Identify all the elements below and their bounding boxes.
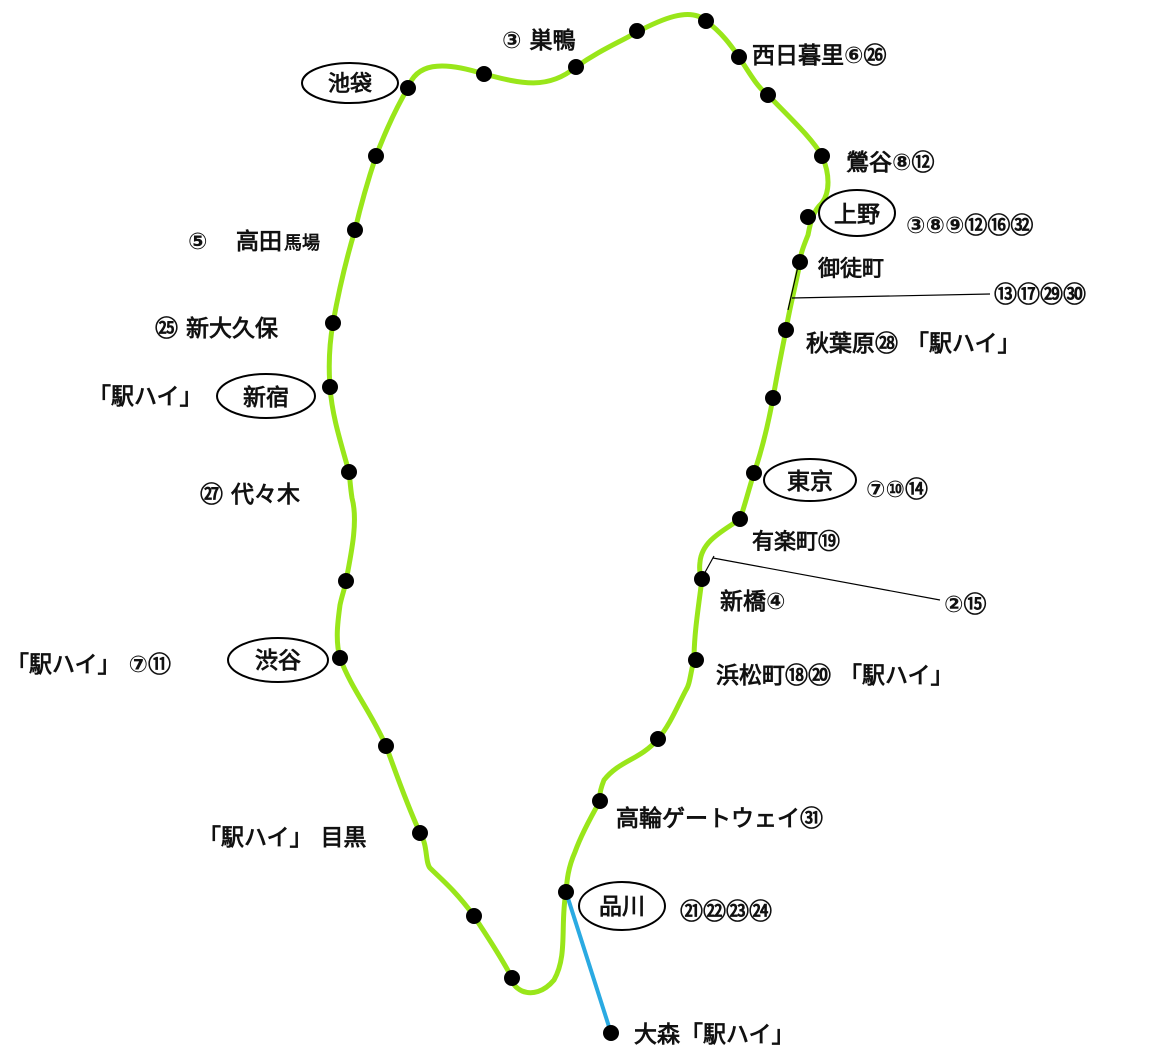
label-takadanobaba-number: ⑤ — [188, 229, 207, 255]
station-dot-tokyo[interactable] — [746, 465, 762, 481]
oval-tokyo[interactable]: 東京 — [763, 458, 857, 502]
label-shinagawa-numbers: ㉑㉒㉓㉔ — [680, 898, 772, 925]
label-okachimachi: 御徒町 — [817, 256, 884, 282]
station-dot-omori[interactable] — [603, 1025, 619, 1041]
station-dot-nippori[interactable] — [760, 87, 776, 103]
label-tokyo: 東京 — [787, 468, 833, 495]
station-dot-harajuku[interactable] — [338, 573, 354, 589]
station-dot-osaki[interactable] — [504, 970, 520, 986]
station-dot-otsuka[interactable] — [476, 66, 492, 82]
label-meguro: 「駅ハイ」 目黒 — [198, 825, 367, 851]
station-dot-yoyogi[interactable] — [341, 464, 357, 480]
label-takadanobaba: 高田 — [236, 228, 282, 255]
station-dot-okachimachi[interactable] — [792, 254, 808, 270]
station-dot-tabata[interactable] — [698, 13, 714, 29]
station-dot-kanda[interactable] — [765, 390, 781, 406]
label-yurakucho: 有楽町⑲ — [752, 529, 840, 555]
station-dot-ikebukuro[interactable] — [400, 80, 416, 96]
label-ueno-numbers: ③⑧⑨⑫⑯㉜ — [906, 212, 1033, 239]
label-yoyogi: ㉗ 代々木 — [200, 481, 300, 508]
station-dot-nishinippori[interactable] — [731, 49, 747, 65]
station-dot-hamamatsucho[interactable] — [688, 652, 704, 668]
label-shimbashi: 新橋④ — [720, 588, 785, 615]
station-dot-mejiro[interactable] — [368, 148, 384, 164]
label-shinagawa: 品川 — [599, 894, 645, 920]
oval-shinagawa[interactable]: 品川 — [578, 881, 666, 931]
label-tokyo-numbers: ⑦⑩⑭ — [866, 476, 928, 503]
label-sugamo: ③ 巣鴨 — [502, 27, 575, 54]
label-okachimachi-numbers: ⑬⑰㉙㉚ — [994, 281, 1086, 308]
label-nishinippori: 西日暮里⑥㉖ — [752, 42, 886, 69]
label-shibuya: 渋谷 — [255, 648, 302, 674]
label-ueno: 上野 — [834, 202, 880, 228]
label-takadanobaba-small: 馬場 — [284, 233, 320, 254]
label-shinjuku: 新宿 — [243, 384, 289, 411]
oval-ueno[interactable]: 上野 — [818, 189, 896, 237]
label-hamamatsucho: 浜松町⑱⑳ 「駅ハイ」 — [716, 662, 954, 689]
station-dot-meguro[interactable] — [412, 825, 428, 841]
label-takanawa-gateway: 高輪ゲートウェイ㉛ — [616, 805, 823, 832]
shimbashi-leader-line — [712, 557, 941, 601]
oval-ikebukuro[interactable]: 池袋 — [301, 62, 399, 104]
station-dot-shinokubo[interactable] — [325, 315, 341, 331]
label-shinokubo: ㉕ 新大久保 — [155, 315, 279, 342]
label-shibuya-left: 「駅ハイ」 ⑦⑪ — [6, 651, 171, 678]
label-omori: 大森「駅ハイ」 — [634, 1021, 795, 1048]
label-shimbashi-numbers: ②⑮ — [944, 591, 986, 618]
station-dot-uguisudani[interactable] — [814, 148, 830, 164]
okachimachi-leader-line — [787, 261, 800, 311]
station-dot-gotanda[interactable] — [466, 908, 482, 924]
station-dot-ueno[interactable] — [800, 209, 816, 225]
station-dot-yurakucho[interactable] — [732, 511, 748, 527]
label-uguisudani: 鶯谷⑧⑫ — [846, 149, 934, 176]
okachimachi-leader-line-2 — [791, 293, 991, 299]
station-dot-shimbashi[interactable] — [694, 571, 710, 587]
station-dot-ebisu[interactable] — [378, 738, 394, 754]
label-akihabara: 秋葉原㉘ 「駅ハイ」 — [806, 330, 1021, 357]
station-dot-shinagawa[interactable] — [558, 884, 574, 900]
station-dot-takadanobaba[interactable] — [347, 222, 363, 238]
station-dot-shinjuku[interactable] — [322, 379, 338, 395]
yamanote-line — [326, 12, 831, 996]
station-dot-sugamo[interactable] — [568, 59, 584, 75]
keihin-tohoku-branch-line — [564, 891, 613, 1034]
station-dot-akihabara[interactable] — [778, 322, 794, 338]
label-ikebukuro: 池袋 — [328, 71, 373, 97]
station-dot-takanawa-gateway[interactable] — [592, 793, 608, 809]
label-shinjuku-eki-hai: 「駅ハイ」 — [88, 384, 203, 410]
oval-shibuya[interactable]: 渋谷 — [227, 637, 329, 683]
station-dot-shibuya[interactable] — [332, 650, 348, 666]
station-dot-komagome[interactable] — [629, 23, 645, 39]
oval-shinjuku[interactable]: 新宿 — [216, 373, 316, 419]
station-dots — [322, 13, 830, 1041]
station-dot-tamachi[interactable] — [650, 731, 666, 747]
